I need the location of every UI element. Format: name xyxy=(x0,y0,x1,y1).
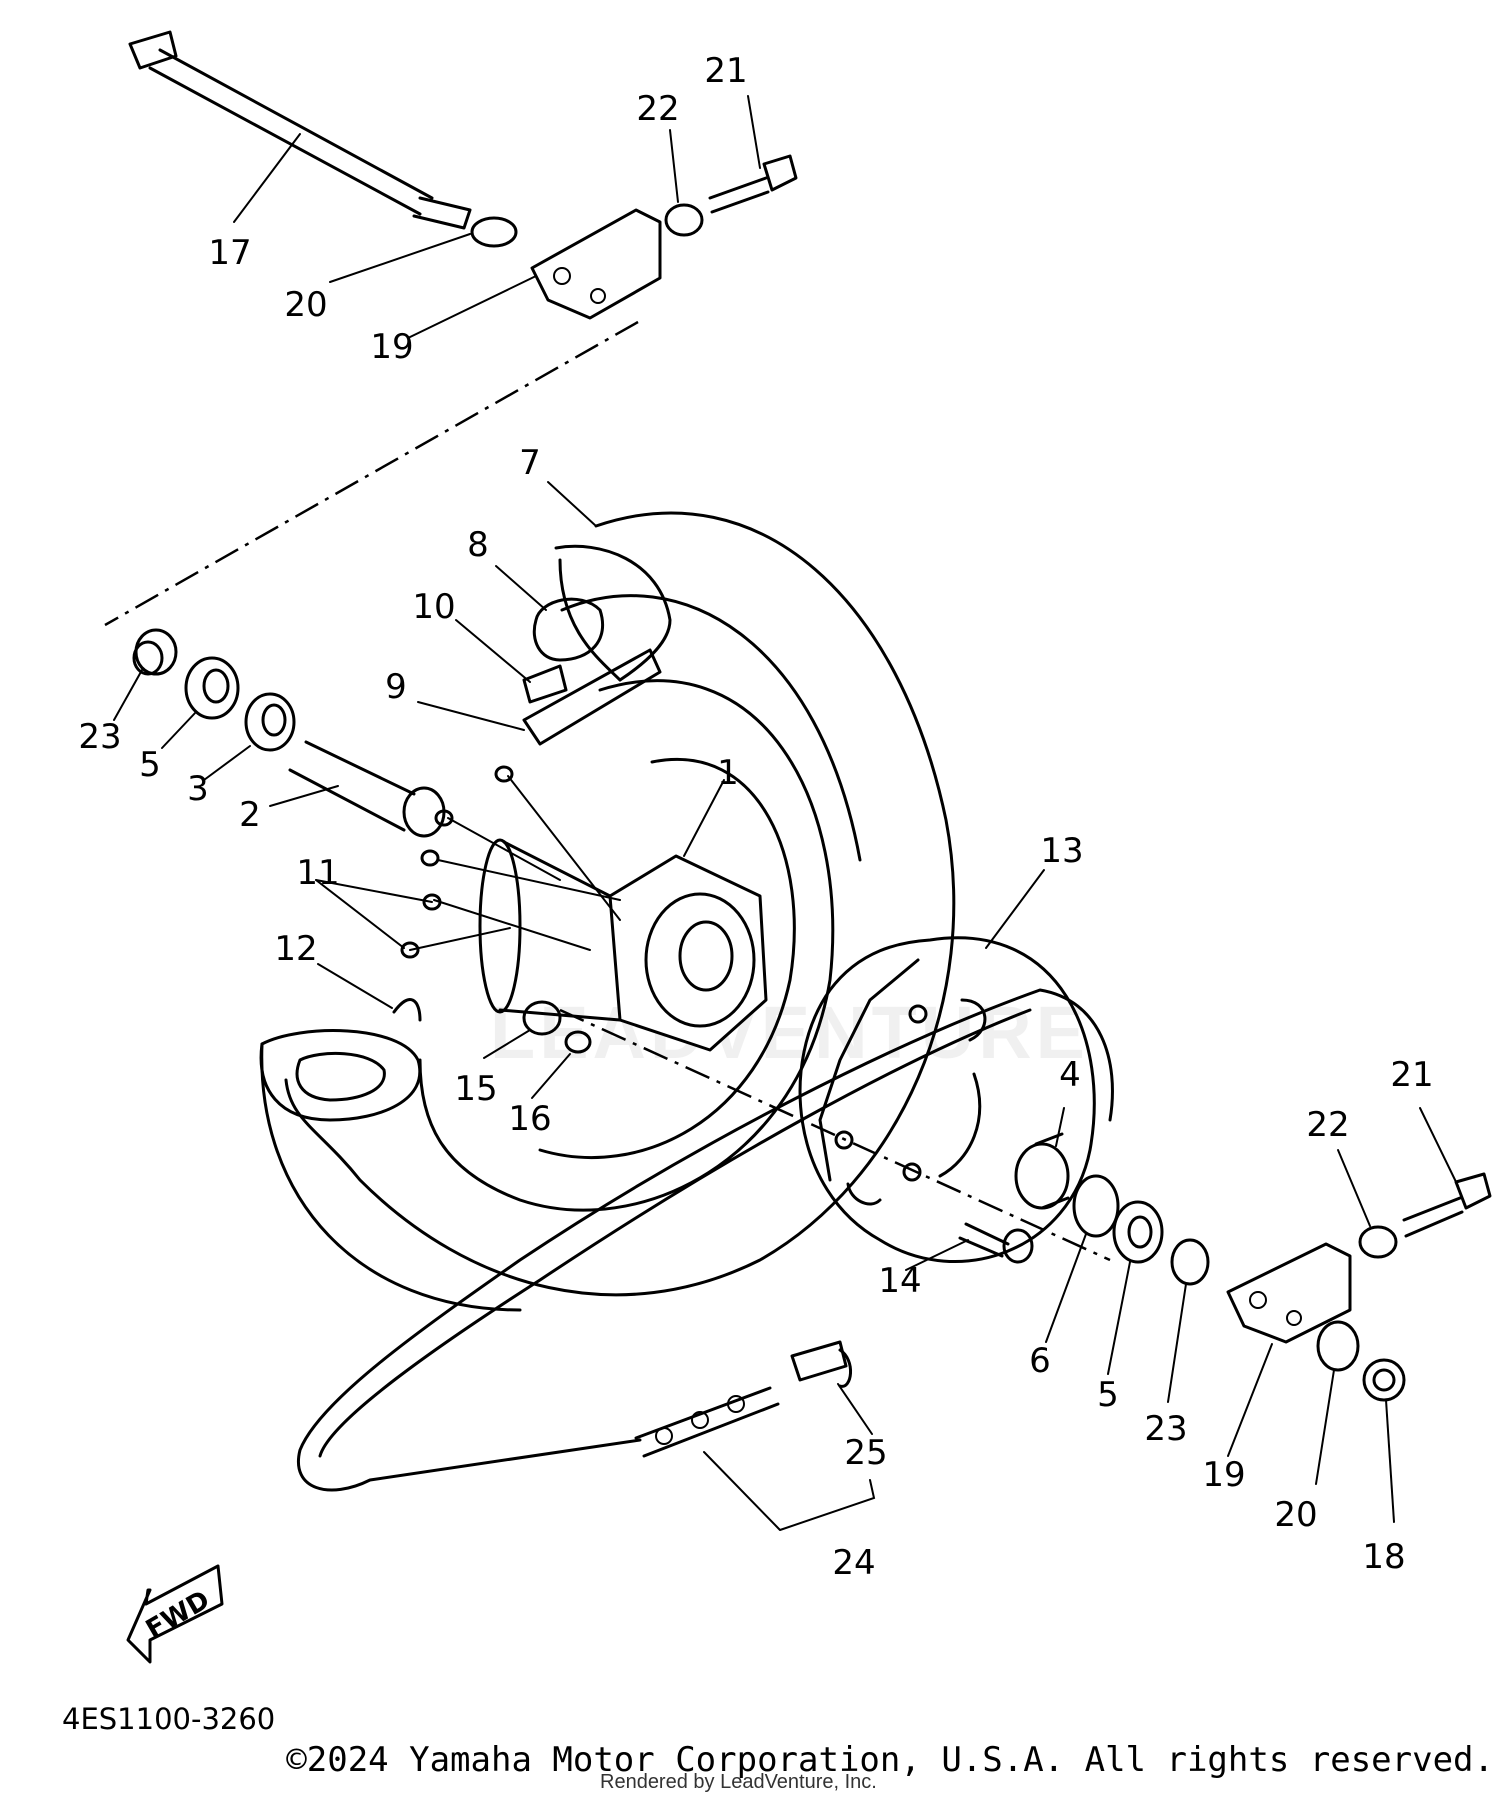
callout-7: 7 xyxy=(519,443,541,483)
part-axle-nut[interactable] xyxy=(1362,1358,1406,1402)
callout-17: 17 xyxy=(208,233,251,273)
part-chain-joint[interactable] xyxy=(790,1340,852,1388)
callout-20b: 20 xyxy=(1274,1495,1317,1535)
part-nut-right[interactable] xyxy=(1358,1225,1398,1259)
part-bearing-right[interactable] xyxy=(1112,1200,1164,1264)
callout-21a: 21 xyxy=(704,51,747,91)
callout-8: 8 xyxy=(467,525,489,565)
callout-14: 14 xyxy=(878,1261,921,1301)
part-hub[interactable] xyxy=(478,838,768,1052)
callout-6: 6 xyxy=(1029,1341,1051,1381)
callout-5b: 5 xyxy=(1097,1375,1119,1415)
callout-10: 10 xyxy=(412,587,455,627)
part-rim-band[interactable] xyxy=(522,648,662,746)
leader-lines xyxy=(113,95,1459,1531)
callout-22b: 22 xyxy=(1306,1105,1349,1145)
part-washer-right[interactable] xyxy=(1316,1320,1360,1372)
part-tube-bottom[interactable] xyxy=(259,998,522,1312)
part-tire[interactable] xyxy=(284,511,956,1297)
part-collar-left[interactable] xyxy=(132,628,178,676)
part-spacer[interactable] xyxy=(288,740,446,838)
callout-9: 9 xyxy=(385,667,407,707)
part-collar-right[interactable] xyxy=(1170,1238,1210,1286)
part-circlip[interactable] xyxy=(1072,1174,1120,1238)
part-bolt-top[interactable] xyxy=(708,154,798,214)
copyright: ©2024 Yamaha Motor Corporation, U.S.A. A… xyxy=(286,1740,1494,1780)
callout-3: 3 xyxy=(187,769,209,809)
callout-23b: 23 xyxy=(1144,1409,1187,1449)
callout-4: 4 xyxy=(1059,1055,1081,1095)
part-washer-top[interactable] xyxy=(470,216,518,248)
callout-18: 18 xyxy=(1362,1537,1405,1577)
callout-13: 13 xyxy=(1040,831,1083,871)
axle-centerline-right xyxy=(559,1008,1111,1262)
part-nut-15[interactable] xyxy=(522,1000,562,1036)
callout-2: 2 xyxy=(239,795,261,835)
callout-12: 12 xyxy=(274,929,317,969)
part-bearing-left[interactable] xyxy=(184,656,240,720)
callout-5a: 5 xyxy=(139,745,161,785)
watermark: LEADVENTURE xyxy=(490,991,1090,1074)
part-bolt-right[interactable] xyxy=(1402,1172,1492,1238)
callout-11: 11 xyxy=(296,853,339,893)
part-spokes[interactable] xyxy=(400,765,621,959)
part-chain-adjuster-top[interactable] xyxy=(530,208,662,320)
part-valve[interactable] xyxy=(522,664,568,704)
part-collar-4[interactable] xyxy=(1014,1132,1070,1210)
part-nut-top[interactable] xyxy=(664,203,704,237)
part-chain-adjuster-right[interactable] xyxy=(1226,1242,1352,1344)
callout-labels: 21 22 17 20 19 7 8 10 9 23 5 3 2 1 11 12… xyxy=(78,51,1433,1583)
callout-19a: 19 xyxy=(370,327,413,367)
callout-20a: 20 xyxy=(284,285,327,325)
callout-16: 16 xyxy=(508,1099,551,1139)
part-washer-16[interactable] xyxy=(564,1030,592,1054)
callout-19b: 19 xyxy=(1202,1455,1245,1495)
part-axle[interactable] xyxy=(128,30,472,230)
callout-24: 24 xyxy=(832,1543,875,1583)
callout-21b: 21 xyxy=(1390,1055,1433,1095)
part-bearing-3[interactable] xyxy=(244,692,296,752)
part-tube[interactable] xyxy=(532,544,672,682)
part-chain-segment[interactable] xyxy=(634,1386,780,1458)
axle-centerline xyxy=(104,320,639,627)
callout-22a: 22 xyxy=(636,89,679,129)
callout-15: 15 xyxy=(454,1069,497,1109)
callout-1: 1 xyxy=(717,753,739,793)
callout-25: 25 xyxy=(844,1433,887,1473)
fwd-arrow: FWD xyxy=(126,1564,224,1664)
rendered-by: Rendered by LeadVenture, Inc. xyxy=(600,1771,877,1793)
part-chain[interactable] xyxy=(297,988,1114,1492)
diagram-code: 4ES1100-3260 xyxy=(62,1702,276,1736)
callout-23a: 23 xyxy=(78,717,121,757)
